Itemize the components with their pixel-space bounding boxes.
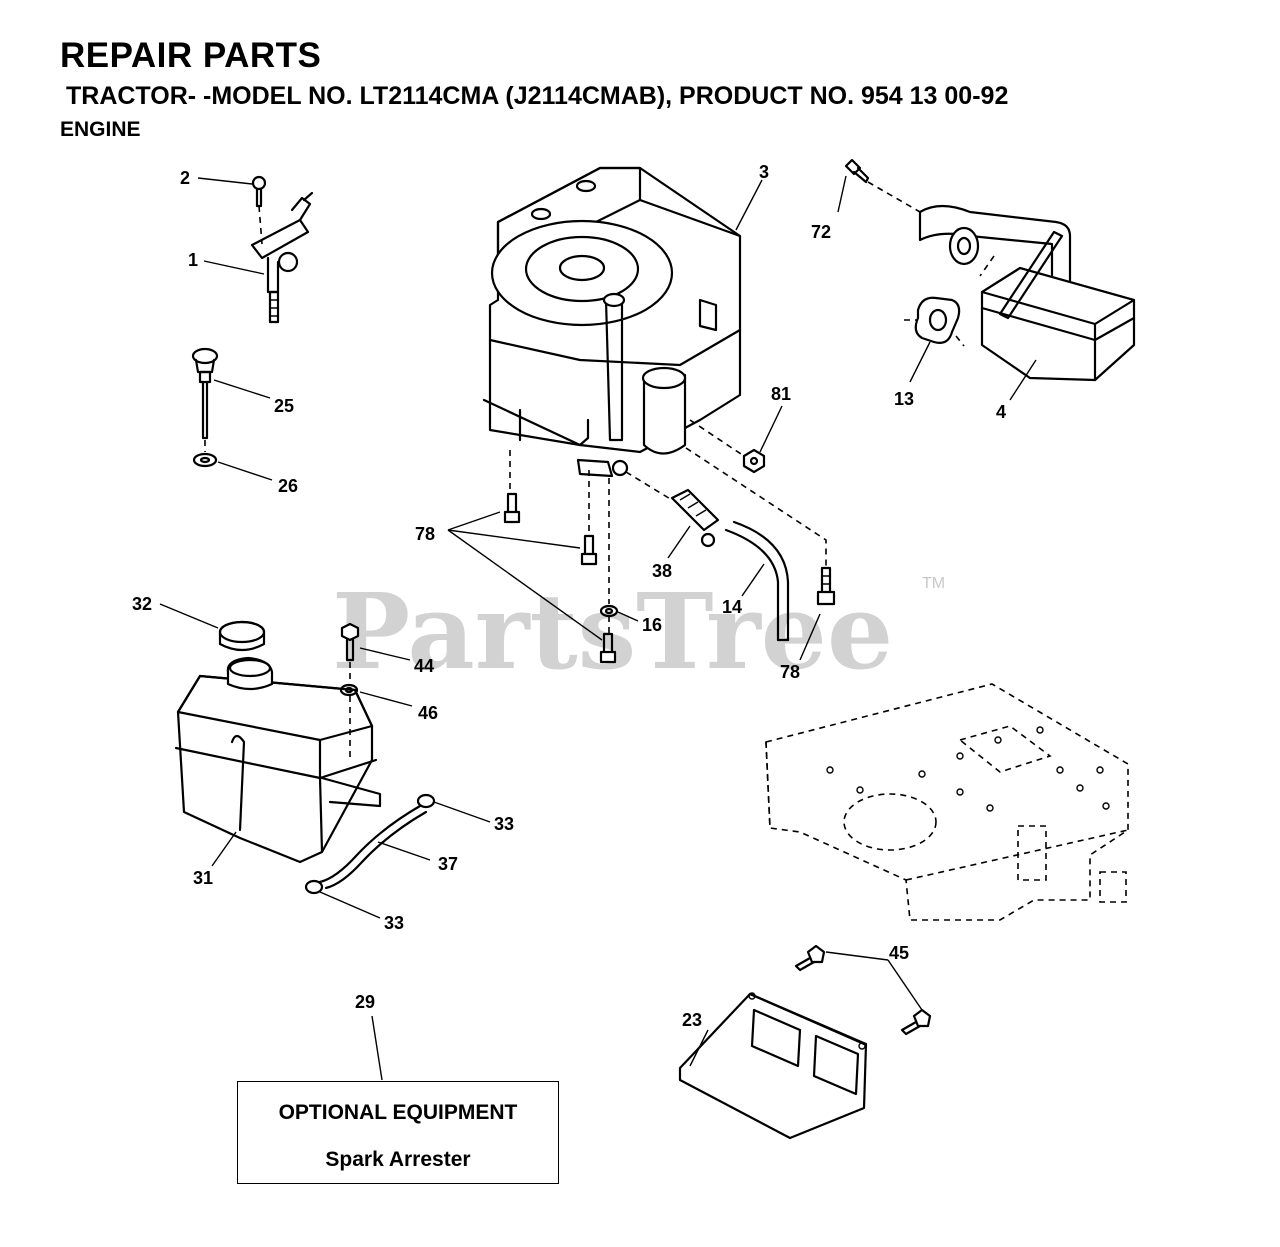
callout-2: 2: [180, 168, 190, 188]
nut-part: [742, 448, 766, 474]
model-subtitle: TRACTOR- -MODEL NO. LT2114CMA (J2114CMAB…: [66, 82, 1009, 110]
gasket-part: [914, 296, 961, 344]
callout-37: 37: [438, 854, 458, 874]
leader-lines: [159, 175, 1037, 1081]
fuel-tank-part: [174, 656, 382, 864]
heat-shield-part: [678, 992, 868, 1140]
callout-4: 4: [996, 402, 1006, 422]
dipstick-part: [191, 347, 219, 440]
callout-16: 16: [642, 615, 662, 635]
optional-equipment-box: OPTIONAL EQUIPMENT Spark Arrester: [237, 1081, 559, 1184]
washer-part-46: [339, 683, 359, 697]
callout-1: 1: [188, 250, 198, 270]
watermark-text: PartsTree: [332, 570, 893, 693]
callout-23: 23: [682, 1010, 702, 1030]
fuel-fitting-part: [670, 488, 720, 548]
bolt-part-44: [340, 622, 360, 662]
callout-33-a: 33: [494, 814, 514, 834]
optional-equipment-item: Spark Arrester: [325, 1148, 471, 1171]
bolt-part-78-d: [816, 566, 836, 606]
screw-part-72: [844, 158, 870, 184]
grommet-part: [192, 452, 218, 468]
screw-part-45-b: [900, 1008, 932, 1036]
engine-part: [482, 166, 742, 478]
callout-29: 29: [355, 992, 375, 1012]
callout-31: 31: [193, 868, 213, 888]
section-title: ENGINE: [60, 118, 141, 141]
callout-46: 46: [418, 703, 438, 723]
fuel-line-part-37: [318, 804, 428, 890]
callout-25: 25: [274, 396, 294, 416]
hose-clamp-part-33-a: [416, 793, 436, 809]
optional-equipment-title: OPTIONAL EQUIPMENT: [278, 1101, 518, 1124]
callout-81: 81: [771, 384, 791, 404]
callout-72: 72: [811, 222, 831, 242]
hose-part-14: [724, 520, 790, 642]
screw-part-2: [251, 175, 267, 208]
callout-14: 14: [722, 597, 742, 617]
bolt-part-78-b: [580, 534, 598, 566]
callout-33-b: 33: [384, 913, 404, 933]
bolt-part-78-c: [599, 632, 617, 664]
callout-45: 45: [889, 943, 909, 963]
callout-13: 13: [894, 389, 914, 409]
callout-44: 44: [414, 656, 434, 676]
callout-32: 32: [132, 594, 152, 614]
callout-38: 38: [652, 561, 672, 581]
throttle-bracket-part: [250, 191, 314, 324]
page-title: REPAIR PARTS: [60, 36, 322, 75]
callout-78-b: 78: [780, 662, 800, 682]
callout-numbers: 2 1 3 72 4 13 81 25 26 78 38 14 16 78 32…: [132, 162, 1006, 1030]
fuel-cap-part: [218, 620, 266, 652]
callout-78-a: 78: [415, 524, 435, 544]
watermark-trademark: TM: [922, 575, 945, 592]
muffler-part: [918, 204, 1136, 382]
hose-clamp-part-33-b: [304, 879, 324, 895]
screw-part-45-a: [794, 944, 826, 972]
bolt-part-78-a: [503, 492, 521, 524]
assembly-lines: [204, 181, 995, 760]
callout-26: 26: [278, 476, 298, 496]
tractor-frame-reference: [765, 683, 1129, 921]
callout-3: 3: [759, 162, 769, 182]
